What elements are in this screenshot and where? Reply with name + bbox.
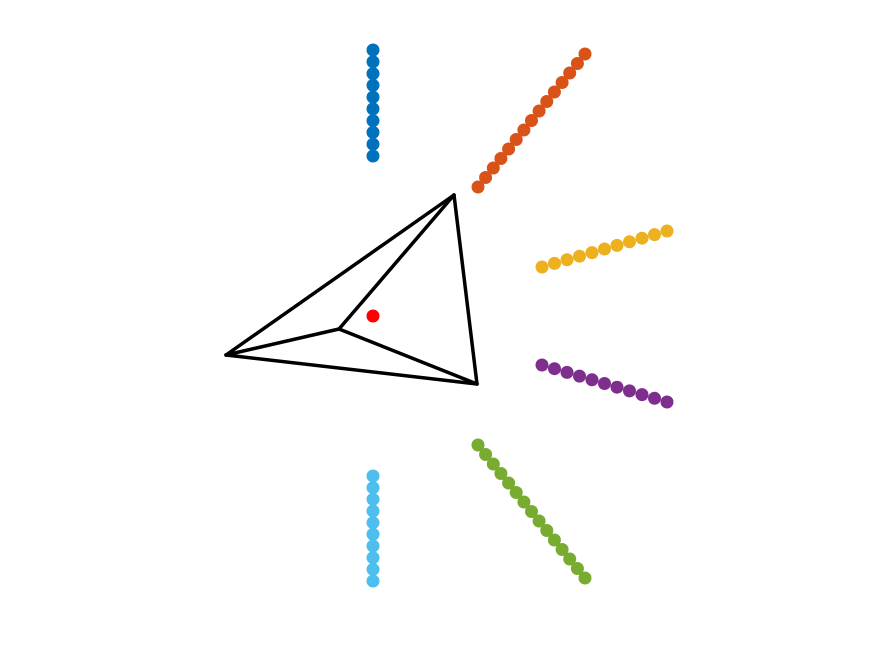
pyramid-wireframe: [224, 193, 479, 386]
ray-3-dot-10: [648, 228, 661, 242]
ray-1-dot-7: [366, 78, 380, 92]
ray-5-dot-12: [555, 543, 569, 556]
ray-5-dot-3: [486, 457, 500, 471]
ray-1-dot-6: [366, 90, 380, 104]
ray-1-dot-3: [366, 125, 380, 139]
ray-4-dot-8: [623, 384, 636, 398]
ray-5-dot-8: [525, 505, 538, 518]
ray-1-dot-9: [366, 55, 380, 69]
ray-1-dot-10: [366, 43, 380, 57]
ray-3-dot-9: [635, 231, 649, 245]
ray-2-dot-5: [502, 142, 516, 156]
ray-6-dot-6: [366, 527, 380, 541]
ray-2-dot-1: [471, 180, 485, 194]
ray-2-dot-9: [532, 104, 546, 118]
ray-4: [535, 358, 674, 409]
ray-3-dot-3: [560, 253, 574, 267]
ray-4-dot-3: [560, 365, 574, 379]
ray-4-dot-5: [585, 373, 599, 387]
ray-2-dot-10: [540, 95, 554, 108]
ray-6-dot-5: [366, 516, 380, 530]
ray-6-dot-2: [366, 481, 380, 495]
ray-6-dot-4: [366, 504, 380, 518]
ray-2-dot-11: [547, 85, 561, 99]
ray-6-dot-10: [366, 574, 380, 588]
ray-5-dot-1: [471, 438, 485, 452]
ray-1-dot-1: [366, 149, 380, 163]
ray-3-dot-4: [573, 249, 586, 263]
ray-2-dot-3: [486, 161, 500, 175]
ray-1: [366, 43, 380, 163]
ray-5-dot-6: [509, 486, 523, 499]
pyramid-edge-ca: [224, 353, 479, 386]
ray-3: [535, 224, 674, 274]
ray-5-dot-7: [517, 495, 531, 509]
ray-2: [471, 47, 592, 194]
ray-3-dot-5: [585, 246, 599, 260]
ray-1-dot-2: [366, 137, 380, 151]
ray-2-dot-12: [555, 76, 569, 89]
ray-3-dot-7: [610, 238, 624, 252]
pyramid-edge-ai: [224, 327, 341, 357]
ray-6-dot-7: [366, 539, 380, 553]
ray-3-dot-1: [535, 260, 549, 274]
ray-5-dot-14: [570, 562, 584, 575]
ray-4-dot-11: [660, 395, 674, 409]
ray-6-dot-3: [366, 492, 380, 506]
ray-1-dot-8: [366, 67, 380, 81]
ray-4-dot-1: [535, 358, 549, 372]
ray-6: [366, 469, 380, 588]
dotted-rays: [366, 43, 674, 588]
ray-5-dot-10: [540, 524, 554, 537]
pyramid-edge-bc: [452, 193, 479, 386]
ray-5-dot-13: [563, 552, 577, 566]
ray-4-dot-10: [648, 391, 661, 405]
ray-4-dot-2: [548, 362, 561, 376]
ray-1-dot-4: [366, 114, 380, 128]
ray-3-dot-2: [548, 256, 561, 270]
ray-6-dot-1: [366, 469, 380, 483]
ray-5-dot-2: [479, 448, 493, 461]
ray-2-dot-14: [570, 57, 584, 70]
ray-2-dot-15: [578, 47, 592, 61]
pyramid-edge-bi: [337, 193, 456, 331]
pyramid-edge-ci: [337, 327, 479, 386]
ray-1-dot-5: [366, 102, 380, 116]
ray-5-dot-11: [547, 533, 561, 547]
ray-4-dot-7: [610, 380, 624, 394]
ray-2-dot-2: [479, 171, 493, 184]
ray-4-dot-4: [573, 369, 586, 383]
ray-2-dot-8: [525, 114, 538, 127]
ray-2-dot-13: [563, 66, 577, 80]
ray-6-dot-9: [366, 562, 380, 576]
ray-4-dot-9: [635, 388, 649, 402]
ray-2-dot-7: [517, 123, 531, 137]
ray-3-dot-6: [598, 242, 611, 256]
ray-2-dot-4: [494, 152, 508, 165]
ray-6-dot-8: [366, 551, 380, 565]
apex-dot: [366, 309, 380, 323]
ray-5: [471, 438, 592, 585]
ray-5-dot-4: [494, 467, 508, 480]
ray-4-dot-6: [598, 377, 611, 390]
ray-3-dot-8: [623, 235, 636, 249]
ray-5-dot-5: [502, 476, 516, 490]
ray-2-dot-6: [509, 133, 523, 146]
ray-5-dot-9: [532, 514, 546, 528]
pyramid-edge-ab: [224, 193, 456, 357]
ray-3-dot-11: [660, 224, 674, 238]
ray-5-dot-15: [578, 571, 592, 585]
